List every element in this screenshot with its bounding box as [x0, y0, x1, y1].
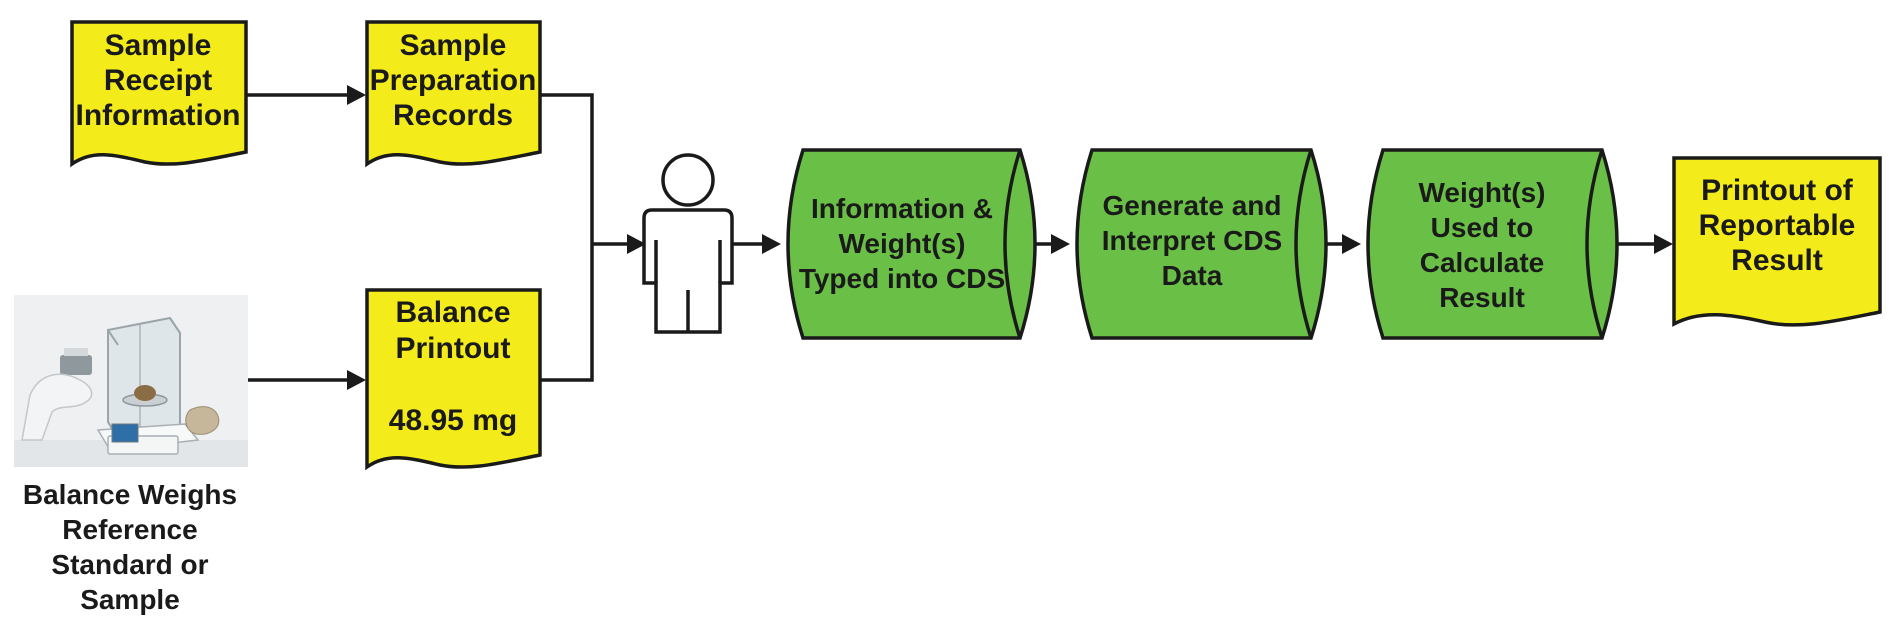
- arrowhead: [1051, 234, 1070, 254]
- caption-line: Sample: [80, 584, 180, 615]
- doc-balance-printout: Balance Printout 48.95 mg: [365, 288, 542, 471]
- doc-weight-value: 48.95 mg: [389, 404, 517, 437]
- caption-line: Reference: [62, 514, 197, 545]
- doc-sample-receipt: Sample Receipt Information: [70, 20, 248, 168]
- caption-line: Standard or: [51, 549, 208, 580]
- arrowhead: [762, 234, 781, 254]
- store-line: Weight(s): [1418, 177, 1545, 208]
- doc-line: Receipt: [104, 64, 212, 97]
- balance-caption: Balance Weighs Reference Standard or Sam…: [23, 479, 237, 615]
- store-line: Typed into CDS: [799, 263, 1005, 294]
- store-line: Used to: [1431, 212, 1534, 243]
- doc-line: Sample: [400, 29, 507, 62]
- store-interpret-cds: Generate and Interpret CDS Data: [1075, 148, 1328, 340]
- arrowhead: [347, 370, 366, 390]
- store-line: Weight(s): [838, 228, 965, 259]
- arrowhead: [1654, 234, 1673, 254]
- doc-line: Result: [1731, 244, 1823, 277]
- arrowhead: [1342, 234, 1361, 254]
- caption-line: Balance Weighs: [23, 479, 237, 510]
- doc-line: Preparation: [370, 64, 537, 97]
- person-icon: [642, 153, 734, 334]
- store-line: Generate and: [1103, 190, 1282, 221]
- doc-line: Balance: [395, 296, 510, 329]
- doc-sample-preparation: Sample Preparation Records: [365, 20, 542, 168]
- doc-line: Reportable: [1699, 209, 1856, 242]
- doc-line: Sample: [105, 29, 212, 62]
- doc-line: Records: [393, 99, 513, 132]
- store-line: Interpret CDS: [1102, 225, 1282, 256]
- doc-line: Printout of: [1701, 174, 1854, 207]
- doc-line: Printout: [396, 332, 511, 365]
- arrowhead: [627, 234, 646, 254]
- store-typed-into-cds: Information & Weight(s) Typed into CDS: [786, 148, 1037, 340]
- edge-preparation-merge: [540, 93, 594, 382]
- analytical-balance-photo: [14, 295, 248, 467]
- doc-reportable-result: Printout of Reportable Result: [1672, 156, 1882, 327]
- doc-line: Information: [76, 99, 241, 132]
- store-line: Information &: [811, 193, 993, 224]
- store-calculate-result: Weight(s) Used to Calculate Result: [1366, 148, 1619, 340]
- store-line: Data: [1162, 260, 1223, 291]
- arrowhead: [347, 85, 366, 105]
- store-line: Result: [1439, 282, 1525, 313]
- store-line: Calculate: [1420, 247, 1545, 278]
